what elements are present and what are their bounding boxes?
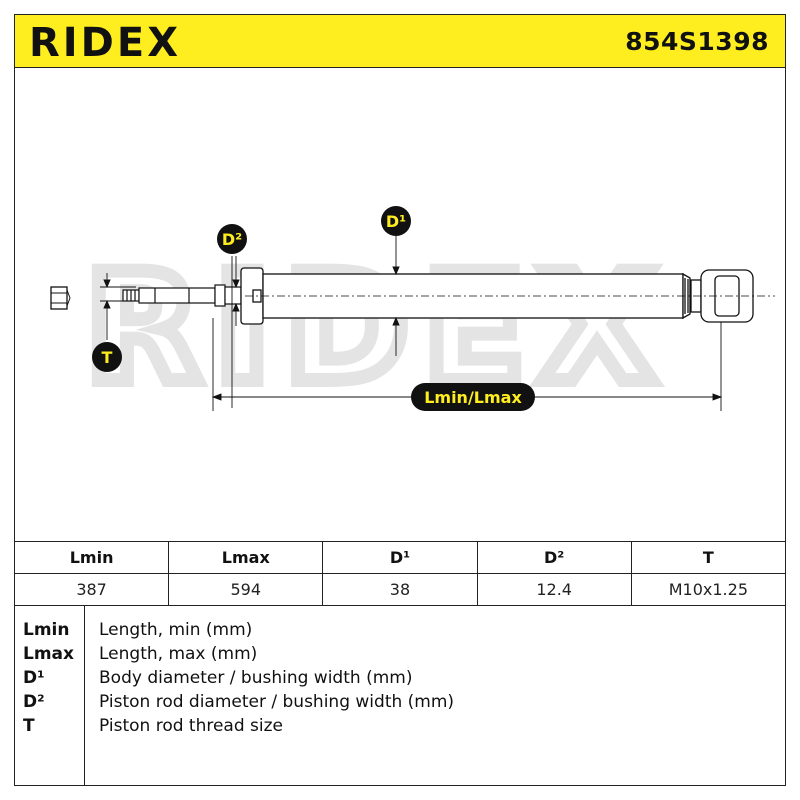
- svg-text:D¹: D¹: [386, 212, 406, 231]
- badge-d1: D¹: [381, 206, 411, 236]
- table-cell: M10x1.25: [630, 573, 787, 606]
- table-header: D²: [476, 541, 632, 574]
- legend-divider: [84, 605, 85, 785]
- legend-key: D²: [23, 692, 45, 712]
- legend-desc: Body diameter / bushing width (mm): [99, 668, 413, 688]
- legend-desc: Length, max (mm): [99, 644, 258, 664]
- piston-rod: [122, 284, 242, 307]
- legend-key: Lmin: [23, 620, 70, 640]
- legend-key: Lmax: [23, 644, 74, 664]
- spec-table: Lmin Lmax D¹ D² T 387 594 38 12.4 M10x1.…: [13, 541, 787, 606]
- table-header: Lmin: [13, 541, 170, 574]
- badge-d2: D²: [217, 224, 247, 254]
- legend: Lmin Length, min (mm) Lmax Length, max (…: [14, 605, 786, 786]
- watermark: RIDEX: [85, 242, 669, 416]
- legend-desc: Length, min (mm): [99, 620, 253, 640]
- header-bar: RIDEX 854S1398: [14, 14, 786, 68]
- svg-text:Lmin/Lmax: Lmin/Lmax: [424, 388, 522, 407]
- legend-desc: Piston rod diameter / bushing width (mm): [99, 692, 455, 712]
- table-cell: 594: [168, 573, 324, 606]
- ridex-logo: RIDEX: [29, 20, 181, 63]
- table-header-row: Lmin Lmax D¹ D² T: [13, 541, 787, 574]
- shock-absorber-diagram: RIDEX: [50, 206, 775, 423]
- nut-icon: [50, 286, 71, 310]
- svg-text:D²: D²: [222, 230, 242, 249]
- rod-diameter-dimension: [231, 256, 240, 408]
- legend-desc: Piston rod thread size: [99, 716, 284, 736]
- table-cell: 38: [322, 573, 478, 606]
- svg-text:RIDEX: RIDEX: [29, 20, 181, 63]
- table-header: D¹: [322, 541, 478, 574]
- table-row: 387 594 38 12.4 M10x1.25: [13, 573, 787, 606]
- svg-text:T: T: [102, 348, 113, 367]
- table-header: Lmax: [168, 541, 324, 574]
- badge-t: T: [92, 342, 122, 372]
- body-diameter-dimension: [392, 236, 400, 356]
- part-number: 854S1398: [625, 27, 769, 56]
- thread-dimension: [100, 273, 136, 340]
- table-header: T: [630, 541, 787, 574]
- legend-key: D¹: [23, 668, 45, 688]
- table-cell: 387: [13, 573, 170, 606]
- table-cell: 12.4: [476, 573, 632, 606]
- badge-length: Lmin/Lmax: [411, 383, 535, 411]
- legend-key: T: [23, 716, 35, 736]
